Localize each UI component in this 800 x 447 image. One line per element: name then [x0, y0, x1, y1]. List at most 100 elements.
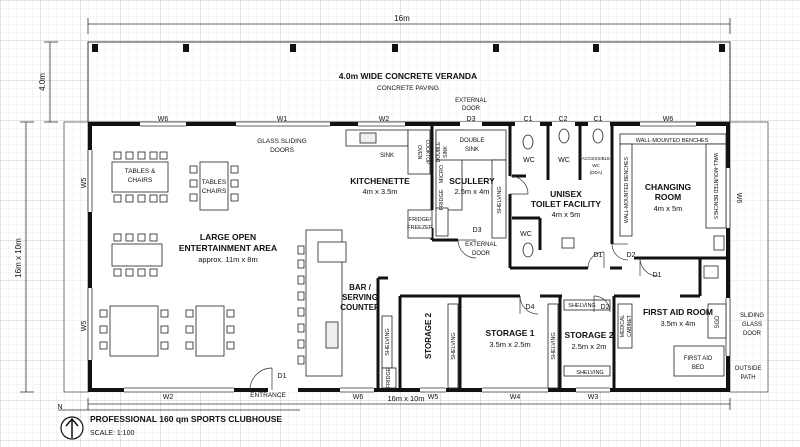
tag-d1-aid: D1	[653, 272, 662, 279]
accessible-wc-1: ACCESSIBLE	[582, 156, 610, 161]
outside-path-2: PATH	[740, 375, 755, 381]
external-door-mid-1: EXTERNAL	[465, 242, 497, 248]
sliding-glass-3: DOOR	[743, 331, 762, 337]
double-sink-v2: SINK	[443, 146, 449, 158]
bar-line2: SERVING	[342, 293, 378, 302]
tag-w6a: W6	[158, 116, 169, 123]
wall-benches-right: WALL-MOUNTED BENCHES	[712, 153, 718, 220]
veranda-title: 4.0m WIDE CONCRETE VERANDA	[339, 71, 477, 81]
external-door-top-2: DOOR	[462, 106, 481, 112]
right-path	[729, 121, 769, 393]
external-door-mid-2: DOOR	[472, 251, 491, 257]
veranda-posts	[92, 44, 725, 52]
shelving-scullery: SHELVING	[497, 186, 503, 213]
shelving-storage2-bottom: SHELVING	[576, 370, 603, 376]
scullery-name: SCULLERY	[449, 176, 495, 186]
tag-w1: W1	[277, 116, 288, 123]
toilet-fixtures	[522, 128, 725, 279]
external-door-top-1: EXTERNAL	[455, 98, 487, 104]
micro-label: MICRO	[439, 164, 445, 183]
kitchenette-name: KITCHENETTE	[350, 176, 410, 186]
double-sink-h2: SINK	[465, 147, 479, 153]
tag-w6-bottom: W6	[353, 394, 364, 401]
kitchenette-size: 4m x 3.5m	[362, 187, 397, 196]
tables1-line2: CHAIRS	[128, 177, 153, 184]
shelving-storage-left: SHELVING	[451, 332, 457, 359]
wall-benches-left: WALL-MOUNTED BENCHES	[624, 156, 630, 223]
tag-w6-right: W6	[735, 193, 742, 204]
side-total-label: 16m x 10m	[14, 238, 23, 278]
top-dimension	[87, 18, 731, 34]
entrance-label: ENTRANCE	[250, 392, 286, 399]
tag-w2-bottom: W2	[163, 394, 174, 401]
tables2-line2: CHAIRS	[202, 188, 227, 195]
plan-title: PROFESSIONAL 160 qm SPORTS CLUBHOUSE	[90, 414, 282, 424]
entertainment-line2: ENTERTAINMENT AREA	[179, 243, 277, 253]
bar-line1: BAR /	[349, 283, 372, 292]
toilet-size: 4m x 5m	[552, 210, 581, 219]
tag-d2-storage: D2	[601, 304, 610, 311]
entertainment-line1: LARGE OPEN	[200, 232, 256, 242]
tag-w3: W3	[588, 394, 599, 401]
sliding-glass-1: SLIDING	[740, 313, 764, 319]
fridge-freezer-line2: FREEZER	[407, 225, 433, 231]
door-swings	[249, 175, 659, 391]
exterior-walls	[88, 122, 730, 392]
storage1-size: 3.5m x 2.5m	[489, 340, 530, 349]
scullery-size: 2.5m x 4m	[454, 187, 489, 196]
first-aid-bed-1: FIRST AID	[684, 356, 713, 362]
oven-label: OVEN	[416, 145, 422, 160]
cooktop-label: COOKTOP	[424, 140, 430, 166]
wc-2: WC	[558, 157, 570, 164]
bar-line3: COUNTER	[340, 303, 380, 312]
storage2-name: STORAGE 2	[565, 330, 614, 340]
changing-line2: ROOM	[655, 192, 681, 202]
fridge-bar: FRIDGE	[386, 367, 392, 388]
glass-sliding-line2: DOORS	[270, 147, 295, 154]
tables1-line1: TABLES &	[125, 168, 156, 175]
bottom-total-label: 16m x 10m	[387, 394, 424, 403]
left-path	[63, 121, 89, 393]
bottom-dimension	[87, 398, 731, 410]
veranda	[87, 41, 731, 123]
tag-w2-top: W2	[379, 116, 390, 123]
glass-sliding-line1: GLASS SLIDING	[257, 138, 307, 145]
accessible-wc-3: (DDA)	[590, 170, 603, 175]
north-arrow-icon	[65, 417, 79, 438]
wc-3: WC	[520, 231, 532, 238]
toilet-line2: TOILET FACILITY	[531, 199, 602, 209]
kitchen-fixtures	[305, 129, 727, 389]
opening-tags: W6 W1 W2 D3 C1 C2 C1 W6 W5 W5 W6 W2 W6 W…	[81, 116, 742, 401]
north-label: N	[57, 404, 62, 411]
changing-size: 4m x 5m	[654, 204, 683, 213]
double-sink-h1: DOUBLE	[460, 138, 485, 144]
first-aid-size: 3.5m x 4m	[660, 319, 695, 328]
tag-w6b: W6	[663, 116, 674, 123]
tag-d4: D4	[526, 304, 535, 311]
tag-d3-top: D3	[467, 116, 476, 123]
tag-w5a: W5	[81, 178, 88, 189]
room-labels: TABLES & CHAIRS TABLES CHAIRS LARGE OPEN…	[125, 98, 765, 399]
medical-cabinet-1: MEDICAL	[620, 315, 626, 337]
outside-path-1: OUTSIDE	[735, 366, 762, 372]
shelving-bar: SHELVING	[385, 328, 391, 355]
sgd-label: SGD	[715, 315, 721, 329]
fridge-label-scullery: FRIDGE	[439, 189, 445, 210]
medical-cabinet-2: CABINET	[627, 315, 633, 337]
changing-line1: CHANGING	[645, 182, 692, 192]
storage-left-name: STORAGE 2	[424, 312, 433, 359]
veranda-subtitle: CONCRETE PAVING	[377, 85, 439, 92]
shelving-storage1: SHELVING	[551, 332, 557, 359]
tag-d3-mid: D3	[473, 227, 482, 234]
sink-label: SINK	[380, 153, 394, 159]
toilet-line1: UNISEX	[550, 189, 582, 199]
windows	[87, 121, 731, 393]
tables2-line1: TABLES	[202, 179, 227, 186]
wall-benches-top: WALL-MOUNTED BENCHES	[636, 138, 709, 144]
title-block: N PROFESSIONAL 160 qm SPORTS CLUBHOUSE S…	[57, 404, 300, 440]
entertainment-size: approx. 11m x 8m	[198, 255, 257, 264]
accessible-wc-2: WC	[592, 163, 600, 168]
tag-c1a: C1	[524, 116, 533, 123]
storage1-name: STORAGE 1	[486, 328, 535, 338]
